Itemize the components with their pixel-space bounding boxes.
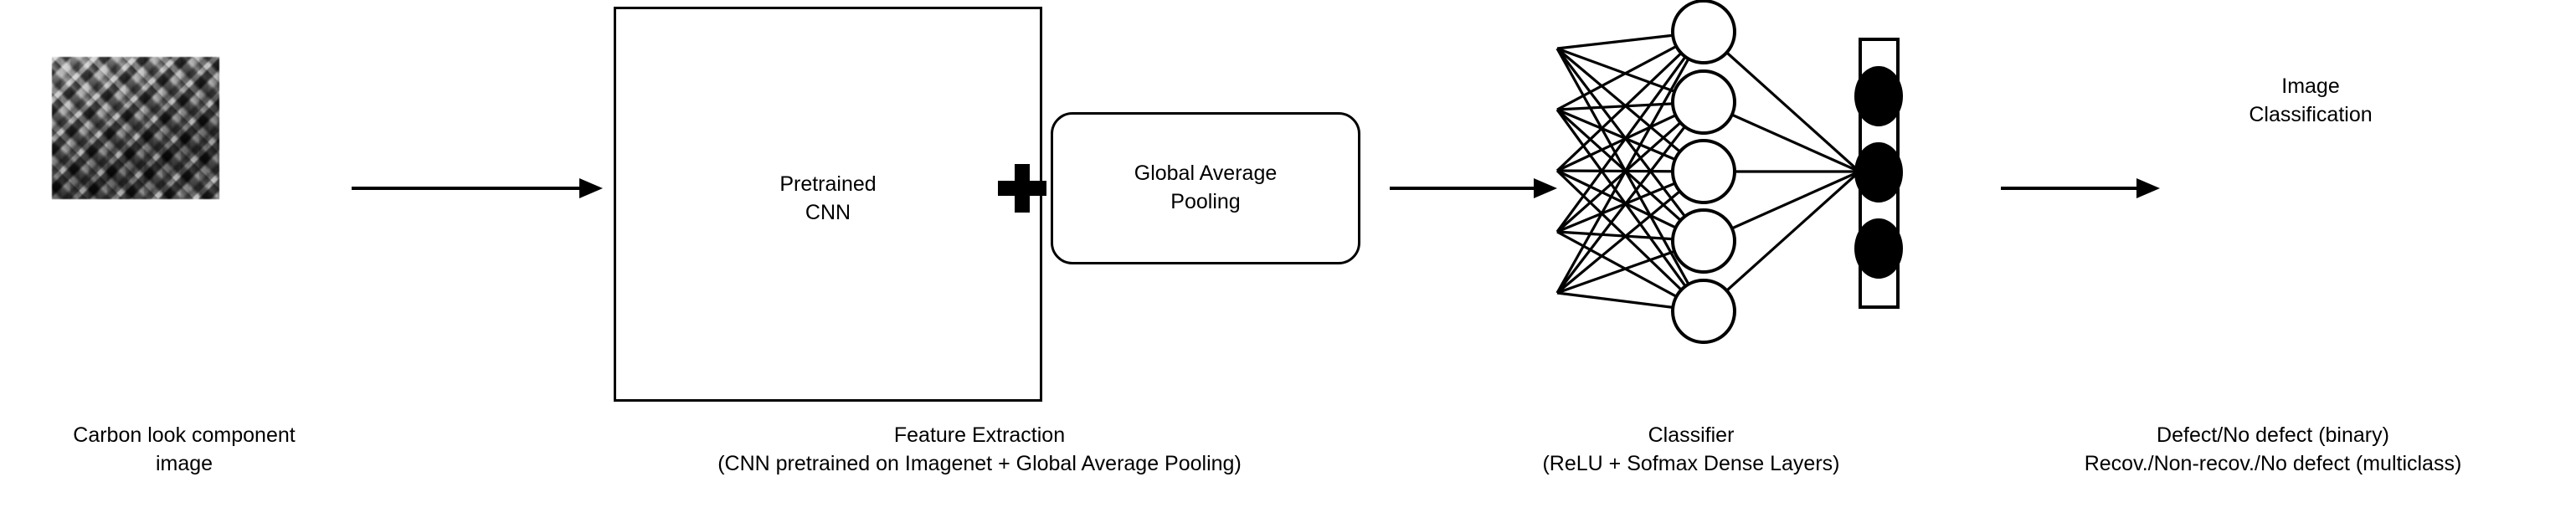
input-image-caption: Carbon look component image <box>73 423 296 475</box>
hidden-node <box>1671 279 1736 344</box>
output-node <box>1854 218 1903 279</box>
global-average-pooling-label: Global Average Pooling <box>1134 162 1278 213</box>
output-caption: Defect/No defect (binary) Recov./Non-rec… <box>2084 423 2462 475</box>
pretrained-cnn-label: Pretrained CNN <box>779 172 877 224</box>
classifier-network <box>1555 0 1903 344</box>
hidden-node <box>1671 139 1736 204</box>
arrow-classifier-to-output <box>2001 178 2160 198</box>
network-hidden-nodes <box>1671 0 1736 344</box>
hidden-node <box>1671 0 1736 64</box>
hidden-node <box>1671 208 1736 274</box>
network-output-nodes <box>1854 66 1903 279</box>
arrow-gap-to-classifier <box>1390 178 1557 198</box>
plus-icon <box>998 164 1046 213</box>
hidden-node <box>1671 69 1736 135</box>
network-edges-hidden-output <box>1702 30 1861 313</box>
arrow-image-to-cnn <box>352 178 603 198</box>
feature-extraction-caption: Feature Extraction (CNN pretrained on Im… <box>717 423 1242 475</box>
output-node <box>1854 142 1903 203</box>
image-classification-label: Image Classification <box>2249 74 2373 126</box>
pretrained-cnn-box <box>614 7 1042 402</box>
classifier-caption: Classifier (ReLU + Sofmax Dense Layers) <box>1542 423 1840 475</box>
carbon-component-image <box>52 57 219 199</box>
global-average-pooling-box <box>1051 112 1360 264</box>
output-node <box>1854 66 1903 126</box>
